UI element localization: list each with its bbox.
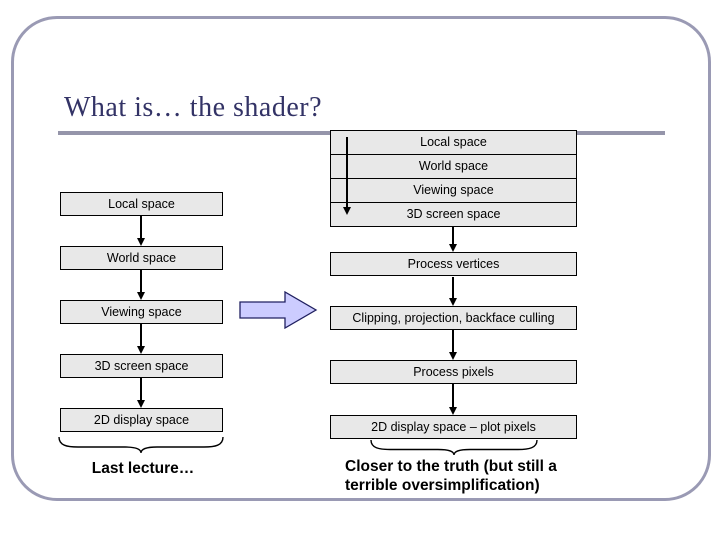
caption-line-1: Closer to the truth (but still a: [345, 458, 557, 475]
stack-row-3d-screen-space: 3D screen space: [406, 207, 501, 221]
flow-box-process-pixels: Process pixels: [330, 360, 577, 384]
page-title: What is… the shader?: [64, 92, 323, 123]
flow-box-2d-display-space: 2D display space: [60, 408, 223, 432]
stacked-space-box: Local space World space Viewing space 3D…: [330, 130, 577, 227]
flow-box-3d-screen-space: 3D screen space: [60, 354, 223, 378]
caption-last-lecture: Last lecture…: [91, 460, 195, 477]
down-arrow-icon: [448, 384, 457, 415]
down-arrow-icon: [136, 324, 145, 354]
stack-row-viewing-space: Viewing space: [331, 179, 576, 203]
down-arrow-icon: [136, 216, 145, 246]
flow-box-world-space: World space: [60, 246, 223, 270]
brace-right: [370, 439, 538, 456]
caption-closer-to-truth: Closer to the truth (but still a terribl…: [345, 457, 590, 495]
flow-box-2d-display-plot-pixels: 2D display space – plot pixels: [330, 415, 577, 439]
down-arrow-icon: [136, 378, 145, 408]
down-arrow-icon: [448, 277, 457, 306]
down-arrow-icon: [342, 137, 351, 215]
right-block-arrow-icon: [239, 291, 318, 329]
stack-row-world-space: World space: [331, 155, 576, 179]
down-arrow-icon: [448, 226, 457, 252]
slide-frame: [11, 16, 711, 501]
flow-box-clipping: Clipping, projection, backface culling: [330, 306, 577, 330]
stack-row-local-space: Local space: [331, 131, 576, 155]
brace-left: [58, 436, 224, 454]
caption-line-2: terrible oversimplification): [345, 477, 540, 494]
down-arrow-icon: [448, 330, 457, 360]
flow-box-local-space: Local space: [60, 192, 223, 216]
flow-box-viewing-space: Viewing space: [60, 300, 223, 324]
down-arrow-icon: [136, 270, 145, 300]
flow-box-process-vertices: Process vertices: [330, 252, 577, 276]
